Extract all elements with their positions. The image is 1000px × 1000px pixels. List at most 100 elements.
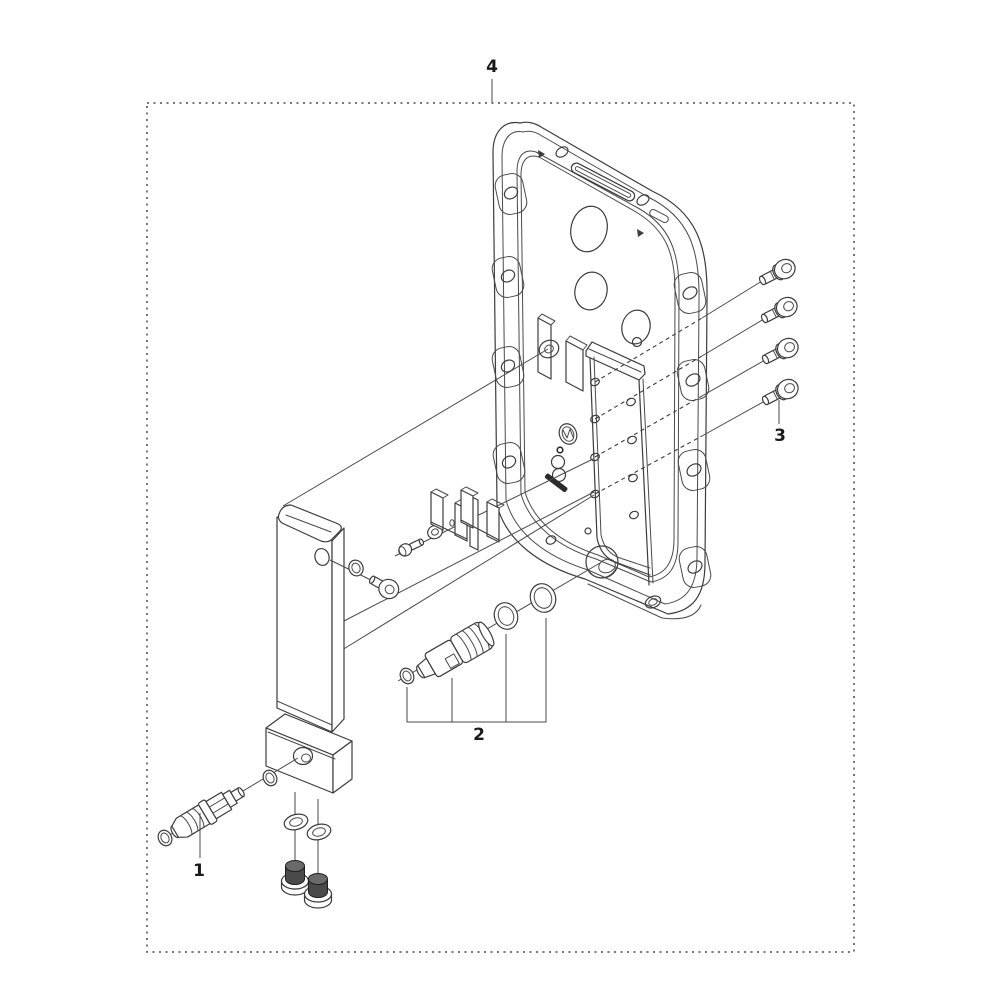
plate-emblem <box>558 423 578 445</box>
screw-4 <box>758 375 803 411</box>
face-top-bar <box>585 341 646 381</box>
boss-inner <box>544 344 554 354</box>
slot-outline <box>649 208 669 224</box>
clip-base <box>460 519 500 541</box>
clip-screw-head-face <box>398 546 407 557</box>
drain-plug-set <box>280 792 333 909</box>
boss-hole <box>500 359 516 373</box>
o-ring-inner <box>402 670 412 682</box>
plate-top-slot <box>570 162 636 202</box>
face-right-edge <box>638 379 650 586</box>
tab-top <box>565 335 588 351</box>
leader-bar-to-boss <box>282 348 549 507</box>
block-port-hole <box>292 746 314 766</box>
cast-arrow-mark <box>637 229 644 237</box>
boss-hole <box>501 455 517 469</box>
plug-socket <box>384 584 395 595</box>
screw-hole <box>590 377 600 387</box>
screw-dashed-line <box>594 395 703 458</box>
clip-screw <box>398 538 425 557</box>
callout-3-label: 3 <box>774 426 786 446</box>
plug-thread-end <box>368 575 376 584</box>
drain-plug-1 <box>280 860 310 896</box>
coupling-notch <box>444 653 460 669</box>
plate-hole-medium <box>621 309 651 345</box>
clip-base <box>430 521 468 540</box>
plate-hole-notch <box>631 336 643 348</box>
boss <box>491 256 525 298</box>
gasket-groove-inner <box>520 155 676 578</box>
plug-head <box>378 578 400 600</box>
face-left-edge-inner <box>593 356 651 569</box>
coupling-end <box>478 621 495 647</box>
socket-plug <box>368 575 400 600</box>
fitting-end <box>237 787 245 798</box>
boss-outer <box>538 339 560 359</box>
plug-top <box>308 873 328 885</box>
emblem-inner <box>561 426 575 442</box>
sealing-washer <box>306 823 332 841</box>
sealing-washer <box>283 813 309 831</box>
boss <box>494 173 528 215</box>
bar-port-hole <box>314 547 330 567</box>
assembly-boundary-box <box>146 102 855 953</box>
clip-flange <box>486 498 505 509</box>
seal-ring-mark <box>551 467 567 483</box>
bar-bottom-bevel <box>276 700 333 726</box>
o-ring-inner <box>265 772 275 784</box>
rim-hole <box>636 194 650 206</box>
bar-top-face <box>277 504 342 543</box>
clip-hole <box>449 519 455 527</box>
cover-plate <box>491 121 712 620</box>
clip-flange <box>430 488 449 499</box>
screw-hole <box>627 435 637 445</box>
plate-bottom-thickness <box>587 583 702 620</box>
emblem-outer <box>558 423 578 445</box>
clip-plate <box>486 501 500 543</box>
plate-small-slot <box>649 208 669 224</box>
boss <box>678 546 712 588</box>
rim-hole <box>555 146 569 158</box>
clip-flange <box>460 486 479 497</box>
manifold-block <box>265 713 353 794</box>
o-ring-inner <box>160 832 170 844</box>
screw-solid-line <box>701 400 766 437</box>
coupling-part-2 <box>416 621 495 679</box>
seal-washer-hole <box>497 606 515 626</box>
face-left-edge <box>589 357 651 576</box>
seal-washer <box>529 583 557 613</box>
screw-3 <box>758 334 803 370</box>
fitting-assembly: 1 <box>157 757 299 881</box>
screw-solid-line <box>701 359 766 397</box>
cast-arrow-mark <box>538 150 545 158</box>
fitting-part-1 <box>170 787 245 839</box>
seal-washer <box>493 602 519 630</box>
screw-hole <box>590 452 600 462</box>
plug-washer <box>348 559 364 577</box>
leader-bar-to-face-a <box>341 491 595 623</box>
boss-hole <box>503 186 519 200</box>
tab-top <box>537 313 556 326</box>
seal-washer-hole <box>533 587 553 609</box>
screw-2 <box>757 293 802 329</box>
gasket-groove-outer <box>516 150 680 583</box>
screw-solid-line <box>701 280 763 319</box>
plate-inner-rim <box>501 130 700 605</box>
callout-1: 1 <box>193 813 205 881</box>
coupling-ribs <box>454 623 490 661</box>
screw-dashed-line <box>594 355 703 420</box>
plug-washer-hole <box>351 562 361 574</box>
tab <box>537 317 552 380</box>
clip-plate <box>460 489 474 529</box>
callout-1-label: 1 <box>193 861 205 881</box>
boss <box>673 272 707 314</box>
plate-boss-cylinder <box>538 339 560 359</box>
plate-outline <box>492 121 708 615</box>
boss-hole <box>500 269 516 283</box>
o-ring <box>399 667 415 685</box>
boss <box>677 449 711 491</box>
boss-hole <box>685 373 701 387</box>
small-hole <box>584 527 592 535</box>
block-port-inner <box>301 753 311 763</box>
